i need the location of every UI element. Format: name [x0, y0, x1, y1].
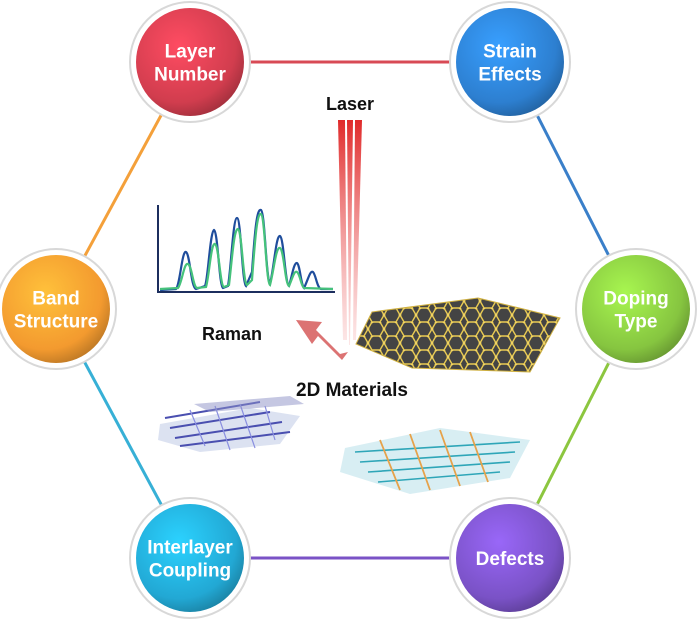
spectrum-curve-green [159, 212, 334, 291]
raman-arrow [296, 320, 348, 360]
node-disc [582, 255, 690, 363]
node-label-band-structure-line-1: Band [32, 289, 80, 310]
node-label-strain-effects-line-1: Strain [483, 42, 537, 63]
node-disc [456, 8, 564, 116]
node-disc [136, 504, 244, 612]
node-label-defects-line-1: Defects [476, 549, 545, 570]
node-label-band-structure-line-2: Structure [14, 312, 98, 333]
node-label-layer-number-line-2: Number [154, 65, 226, 86]
layered-material-left-image [158, 396, 304, 452]
node-label-strain-effects-line-2: Effects [478, 65, 541, 86]
raman-label: Raman [202, 324, 262, 344]
node-label-layer-number-line-1: Layer [165, 42, 216, 63]
spectrum-axes [157, 205, 335, 293]
node-label-interlayer-coupling-line-2: Coupling [149, 561, 231, 582]
layered-material-right-image [340, 428, 530, 494]
node-label-doping-type-line-1: Doping [603, 289, 668, 310]
node-disc [2, 255, 110, 363]
node-defects: Defects [449, 497, 571, 619]
spectrum-curve-blue [159, 208, 333, 292]
laser-label: Laser [326, 94, 374, 114]
graphene-sheet-image [355, 297, 561, 373]
raman-spectrum-inset [157, 205, 335, 293]
node-disc [456, 504, 564, 612]
node-label-doping-type-line-2: Type [615, 312, 658, 333]
node-label-interlayer-coupling-line-1: Interlayer [147, 538, 233, 559]
laser-beam [338, 120, 362, 345]
materials-label: 2D Materials [296, 380, 408, 401]
node-disc [136, 8, 244, 116]
